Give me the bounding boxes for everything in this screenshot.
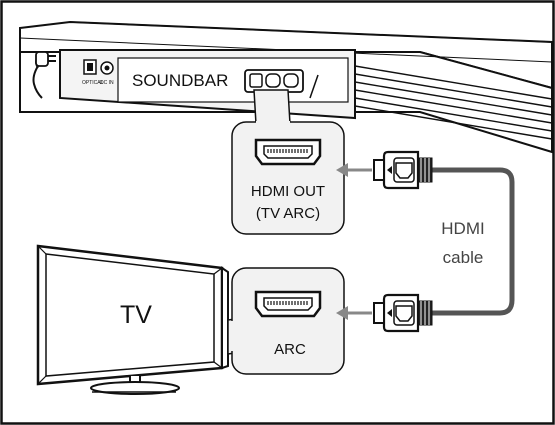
power-plug-icon xyxy=(32,51,56,99)
cable-label-line2: cable xyxy=(443,248,484,267)
svg-text:OPTICAL: OPTICAL xyxy=(82,80,104,86)
hdmi-out-sublabel: (TV ARC) xyxy=(256,205,320,222)
hdmi-cable-line xyxy=(429,167,515,316)
insert-arrow-bottom xyxy=(336,306,372,320)
arc-label: ARC xyxy=(274,341,306,358)
hdmi-connector-bottom-icon xyxy=(373,293,433,333)
hdmi-arc-port-icon xyxy=(254,290,322,318)
hdmi-out-callout: HDMI OUT (TV ARC) xyxy=(231,121,345,235)
soundbar-label: SOUNDBAR xyxy=(132,71,228,90)
hdmi-connector-top-icon xyxy=(373,150,433,190)
tv-illustration: TV xyxy=(36,244,229,395)
tv-label: TV xyxy=(120,301,152,329)
cable-label-line1: HDMI xyxy=(441,219,484,238)
hdmi-port-icon xyxy=(254,138,322,166)
soundbar-callout-pointer xyxy=(253,89,291,125)
svg-text:DC IN: DC IN xyxy=(100,80,114,86)
hdmi-out-label: HDMI OUT xyxy=(251,183,325,200)
arc-callout: ARC xyxy=(229,267,345,375)
insert-arrow-top xyxy=(336,163,372,177)
